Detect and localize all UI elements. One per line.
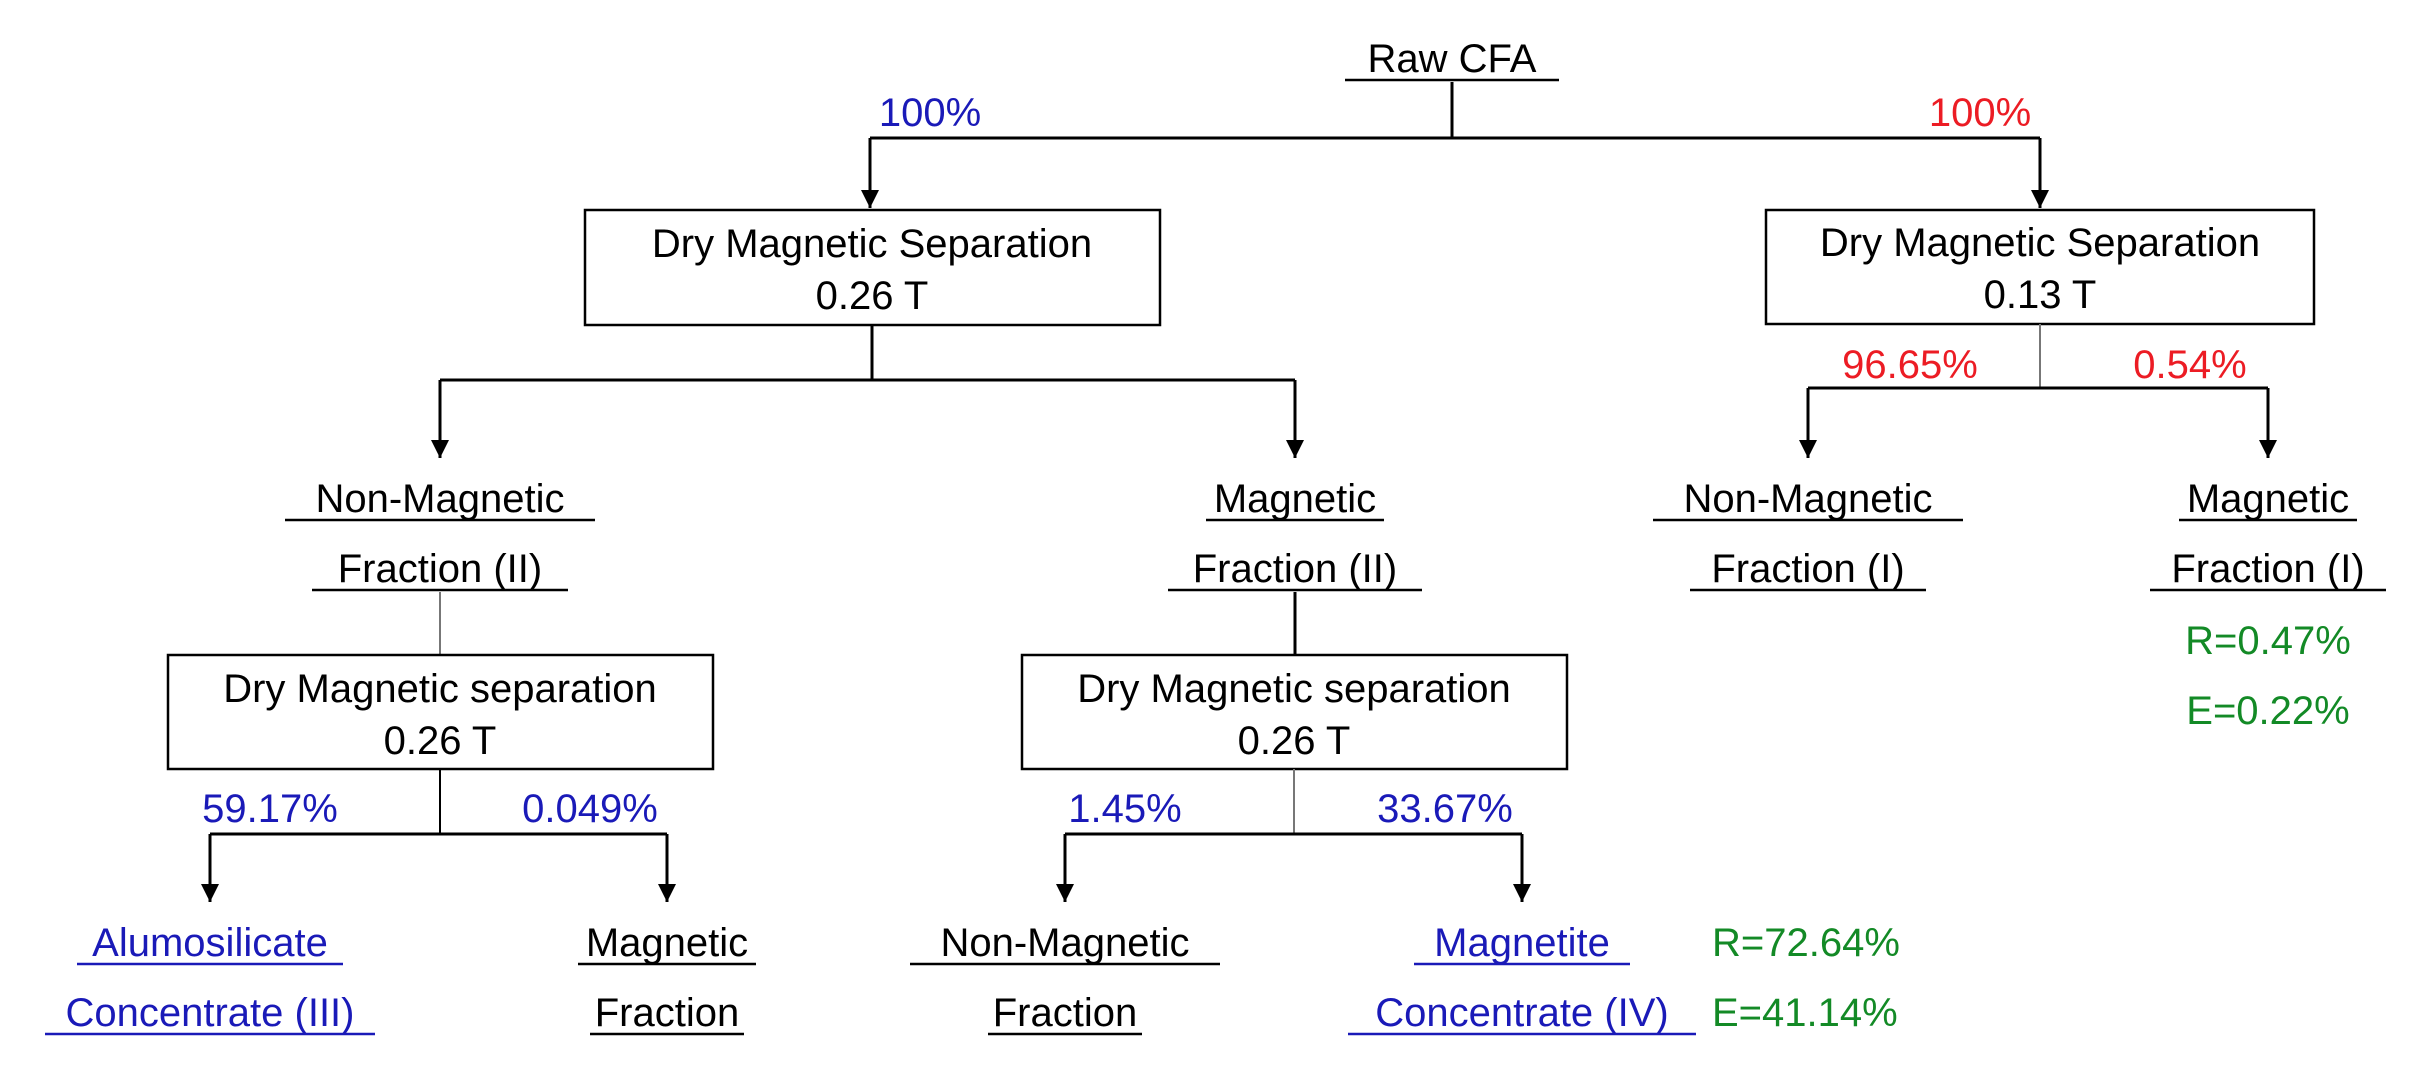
magnetic-i-percent: 0.54% — [2133, 343, 2246, 387]
root-label: Raw CFA — [1368, 37, 1537, 81]
nonmagnetic-ii-separator-line2: 0.26 T — [384, 719, 497, 763]
magnetite-efficiency: E=41.14% — [1712, 991, 1898, 1035]
right-branch-percent: 100% — [1929, 91, 2031, 135]
nonmagnetic-fraction-line1: Non-Magnetic — [940, 921, 1189, 965]
right-separator-line1: Dry Magnetic Separation — [1820, 221, 2260, 265]
magnetite-line2: Concentrate (IV) — [1375, 991, 1668, 1035]
magnetite-line1: Magnetite — [1434, 921, 1610, 965]
magnetic-ii-line2: Fraction (II) — [1193, 547, 1397, 591]
alumosilicate-percent: 59.17% — [202, 787, 338, 831]
left-separator-line1: Dry Magnetic Separation — [652, 222, 1092, 266]
alumosilicate-line2: Concentrate (III) — [65, 991, 354, 1035]
nonmagnetic-ii-line2: Fraction (II) — [338, 547, 542, 591]
alumosilicate-line1: Alumosilicate — [92, 921, 328, 965]
magnetic-i-line2: Fraction (I) — [2171, 547, 2364, 591]
nonmagnetic-i-line1: Non-Magnetic — [1683, 477, 1932, 521]
nonmagnetic-fraction-line2: Fraction — [993, 991, 1138, 1035]
magnetic-ii-line1: Magnetic — [1214, 477, 1376, 521]
magnetic-ii-separator-box — [1020, 653, 1569, 771]
right-separator-box — [1764, 208, 2316, 326]
magnetic-i-recovery: R=0.47% — [2185, 619, 2351, 663]
nonmagnetic-i-percent: 96.65% — [1842, 343, 1978, 387]
nonmagnetic-i-line2: Fraction (I) — [1711, 547, 1904, 591]
nonmagnetic-ii-separator-line1: Dry Magnetic separation — [223, 667, 657, 711]
magnetic-fraction-left-line2: Fraction — [595, 991, 740, 1035]
magnetic-ii-separator-line1: Dry Magnetic separation — [1077, 667, 1511, 711]
magnetic-fraction-left-line1: Magnetic — [586, 921, 748, 965]
magnetite-recovery: R=72.64% — [1712, 921, 1900, 965]
left-separator-line2: 0.26 T — [816, 274, 929, 318]
left-branch-percent: 100% — [879, 91, 981, 135]
nonmagnetic-ii-separator-box — [166, 653, 715, 771]
magnetite-concentrate-percent: 33.67% — [1377, 787, 1513, 831]
nonmagnetic-ii-line1: Non-Magnetic — [315, 477, 564, 521]
magnetic-fraction-left-percent: 0.049% — [522, 787, 658, 831]
right-separator-line2: 0.13 T — [1984, 273, 2097, 317]
magnetic-i-efficiency: E=0.22% — [2186, 689, 2349, 733]
nonmagnetic-fraction-percent: 1.45% — [1068, 787, 1181, 831]
left-separator-box — [583, 208, 1162, 327]
magnetic-ii-separator-line2: 0.26 T — [1238, 719, 1351, 763]
magnetic-i-line1: Magnetic — [2187, 477, 2349, 521]
